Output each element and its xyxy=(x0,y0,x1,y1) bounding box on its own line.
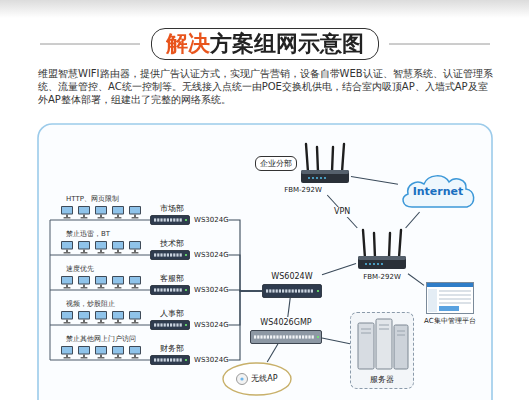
switch-node: 市场部 WS3024G xyxy=(150,204,229,225)
department-name: 客服部 xyxy=(160,274,184,284)
internet-cloud: Internet xyxy=(398,170,478,212)
server-name: 服务器 xyxy=(370,374,394,385)
title-banner: 解决方案组网示意图 xyxy=(151,28,379,60)
branch-router: 企业分部 FBM-292W xyxy=(255,142,351,195)
cloud-label: Internet xyxy=(413,185,464,198)
management-platform: AC集中管理平台 xyxy=(424,282,476,326)
top-band xyxy=(0,0,529,18)
title: 解决方案组网示意图 xyxy=(166,30,364,58)
switch-row: WS3024G xyxy=(150,285,229,295)
branch-row: 企业分部 xyxy=(255,142,351,184)
screen-icon xyxy=(426,282,474,314)
switch-model: WS3024G xyxy=(194,250,229,260)
network-link xyxy=(229,255,262,291)
switch-node: 人事部 WS3024G xyxy=(150,309,229,330)
network-link xyxy=(322,338,350,344)
policy-note: 禁止其他网上门户访问 xyxy=(66,335,136,344)
policy-note: 速度优先 xyxy=(66,265,94,274)
ap-name: 无线AP xyxy=(251,374,277,384)
policy-note: HTTP、网页限制 xyxy=(66,195,119,204)
switch-icon xyxy=(150,250,190,260)
diagram-panel xyxy=(38,124,492,400)
computer-icons xyxy=(61,206,141,359)
switch-row: WS3024G xyxy=(150,250,229,260)
platform-name: AC集中管理平台 xyxy=(424,316,476,326)
caption-paragraph: 维盟智慧WIFI路由器，提供广告认证方式，实现广告营销，设备自带WEB认证、智慧… xyxy=(38,67,494,106)
router-icon xyxy=(356,228,408,270)
department-name: 市场部 xyxy=(160,204,184,214)
title-rule xyxy=(40,44,140,45)
switch-icon xyxy=(150,215,190,225)
department-name: 财务部 xyxy=(160,344,184,354)
switch-row: WS3024G xyxy=(150,355,229,365)
switch-model: WS3024G xyxy=(194,320,229,330)
switch-model: WS6024W xyxy=(271,271,312,282)
server-icon xyxy=(354,317,410,371)
switch-model: WS3024G xyxy=(194,215,229,225)
network-link xyxy=(229,220,262,291)
network-link xyxy=(229,291,262,360)
switch-model: WS4026GMP xyxy=(260,317,311,328)
link-label: VPN xyxy=(332,207,352,217)
switch-icon xyxy=(150,320,190,330)
cloud-text-wrap: Internet xyxy=(398,173,478,209)
branch-tag: 企业分部 xyxy=(255,156,297,171)
policy-note: 视频，炒股阻止 xyxy=(66,300,115,309)
access-point: 无线AP xyxy=(222,362,292,396)
network-link xyxy=(408,274,424,286)
lan-wires xyxy=(50,220,150,360)
switch-node: 财务部 WS3024G xyxy=(150,344,229,365)
switch-icon xyxy=(250,330,322,344)
title-rule xyxy=(389,44,490,45)
network-link xyxy=(267,344,278,362)
switch-node: 客服部 WS3024G xyxy=(150,274,229,295)
network-link xyxy=(327,195,357,228)
core-switch: WS4026GMP xyxy=(250,317,322,344)
policy-note: 禁止迅雷，BT xyxy=(66,230,110,239)
switch-model: WS3024G xyxy=(194,355,229,365)
switch-model: WS3024G xyxy=(194,285,229,295)
network-link xyxy=(406,212,420,228)
core-switch: WS6024W xyxy=(262,271,322,298)
router-node: FBM-292W xyxy=(356,228,408,282)
switch-row: WS3024G xyxy=(150,320,229,330)
switch-icon xyxy=(262,284,322,298)
switch-icon xyxy=(150,355,190,365)
server-group: 服务器 xyxy=(350,312,414,389)
network-link xyxy=(288,298,290,317)
network-link xyxy=(351,177,398,185)
ap-row: 无线AP xyxy=(222,362,292,396)
ap-icon xyxy=(236,373,248,385)
router-model: FBM-292W xyxy=(363,272,401,282)
department-name: 技术部 xyxy=(160,239,184,249)
router-model: FBM-292W xyxy=(284,185,322,195)
router-icon xyxy=(299,142,351,184)
switch-row: WS3024G xyxy=(150,215,229,225)
switch-icon xyxy=(150,285,190,295)
department-name: 人事部 xyxy=(160,309,184,319)
network-link xyxy=(322,264,356,275)
switch-node: 技术部 WS3024G xyxy=(150,239,229,260)
network-link xyxy=(229,291,262,325)
